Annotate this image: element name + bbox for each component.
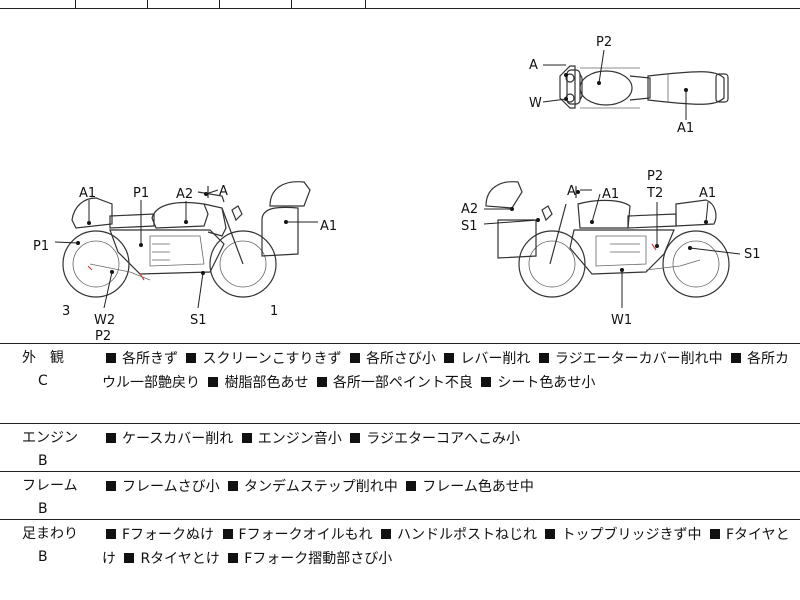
mark-t2: T2 <box>646 186 663 201</box>
category-name: 足まわり <box>22 526 78 542</box>
grade: B <box>38 453 48 469</box>
defect-item: 各所さび小 <box>365 351 436 367</box>
defect-item: フレーム色あせ中 <box>422 479 534 495</box>
mark-p1-left: P1 <box>33 239 49 254</box>
bullet-square-icon <box>545 529 556 539</box>
defect-item: レバー削れ <box>460 351 531 367</box>
section-label: エンジン B <box>0 427 92 473</box>
mark-w: W <box>529 96 542 111</box>
bullet-square-icon <box>228 481 239 491</box>
mark-a2: A2 <box>176 187 193 202</box>
defect-item: エンジン音小 <box>257 431 342 447</box>
section-frame: フレーム B フレームさび小 タンデムステップ削れ中 フレーム色あせ中 <box>0 471 800 520</box>
defect-item: ラジエーターカバー削れ中 <box>554 351 723 367</box>
mark-p2: P2 <box>647 169 663 184</box>
section-exterior: 外 観 C 各所きず スクリーンこすりきず 各所さび小 レバー削れ ラジエーターカバ… <box>0 343 800 424</box>
category-name: エンジン <box>22 430 78 446</box>
mark-a1-mid: A1 <box>602 187 619 202</box>
grade: C <box>38 373 48 389</box>
defect-list: ケースカバー削れ エンジン音小 ラジエターコアへこみ小 <box>102 427 794 451</box>
bullet-square-icon <box>381 529 392 539</box>
mark-w2: W2 <box>94 313 115 328</box>
bullet-square-icon <box>124 553 135 563</box>
defect-list: 各所きず スクリーンこすりきず 各所さび小 レバー削れ ラジエーターカバー削れ中… <box>102 347 794 395</box>
defect-item: タンデムステップ削れ中 <box>244 479 398 495</box>
bullet-square-icon <box>349 353 360 363</box>
bullet-square-icon <box>106 529 116 539</box>
mark-3: 3 <box>62 304 70 319</box>
mark-p2: P2 <box>596 35 612 50</box>
bullet-square-icon <box>186 353 197 363</box>
mark-1: 1 <box>270 304 278 319</box>
defect-item: 樹脂部色あせ <box>224 375 309 391</box>
bullet-square-icon <box>106 353 116 363</box>
bullet-square-icon <box>222 529 233 539</box>
category-name: フレーム <box>22 478 78 494</box>
section-label: フレーム B <box>0 475 92 521</box>
top-view: A P2 W A1 <box>529 35 729 136</box>
mark-a2: A2 <box>461 202 478 217</box>
bullet-square-icon <box>406 481 417 491</box>
bullet-square-icon <box>316 377 327 387</box>
defect-item: シート色あせ小 <box>497 375 596 391</box>
defect-list: Fフォークぬけ Fフォークオイルもれ ハンドルポストねじれ トップブリッジきず中… <box>102 523 794 571</box>
bullet-square-icon <box>106 481 116 491</box>
section-suspension: 足まわり B Fフォークぬけ Fフォークオイルもれ ハンドルポストねじれ トップブリ… <box>0 519 800 600</box>
bullet-square-icon <box>350 433 361 443</box>
header-row-remnant <box>0 0 800 9</box>
mark-s1-right: S1 <box>744 247 761 262</box>
defect-item: ケースカバー削れ <box>122 431 234 447</box>
bullet-square-icon <box>228 553 239 563</box>
defect-item: Fフォーク摺動部さび小 <box>244 551 393 567</box>
defect-item: Fフォークオイルもれ <box>238 527 373 543</box>
mark-a1: A1 <box>677 121 694 136</box>
bullet-square-icon <box>731 353 742 363</box>
bullet-square-icon <box>208 377 219 387</box>
right-side-view: A2 S1 A A1 P2 T2 A1 S1 W1 <box>461 169 761 328</box>
defect-item: フレームさび小 <box>122 479 220 495</box>
defect-item: 各所カウル一部艶戻り <box>102 351 790 391</box>
left-side-view: A1 P1 A2 A A1 P1 3 W2 P2 S1 1 <box>33 181 337 343</box>
defect-item: トップブリッジきず中 <box>561 527 702 543</box>
section-label: 外 観 C <box>0 347 92 393</box>
bullet-square-icon <box>241 433 252 443</box>
bullet-square-icon <box>538 353 549 363</box>
bullet-square-icon <box>481 377 492 387</box>
defect-item: 各所きず <box>122 351 178 367</box>
defect-list: フレームさび小 タンデムステップ削れ中 フレーム色あせ中 <box>102 475 794 499</box>
mark-p2: P2 <box>95 329 111 343</box>
defect-item: ハンドルポストねじれ <box>397 527 538 543</box>
mark-a1-rear: A1 <box>79 186 96 201</box>
section-engine: エンジン B ケースカバー削れ エンジン音小 ラジエターコアへこみ小 <box>0 423 800 472</box>
mark-a-mirror: A <box>567 184 576 199</box>
mark-a1-right: A1 <box>699 186 716 201</box>
defect-item: スクリーンこすりきず <box>202 351 342 367</box>
bullet-square-icon <box>709 529 720 539</box>
motorcycle-diagram: A P2 W A1 <box>33 35 761 343</box>
bullet-square-icon <box>444 353 455 363</box>
grade: B <box>38 501 48 517</box>
defect-item: ラジエターコアへこみ小 <box>366 431 520 447</box>
defect-item: Fフォークぬけ <box>122 527 215 543</box>
grade: B <box>38 549 48 565</box>
mark-w1: W1 <box>611 313 632 328</box>
mark-s1-left: S1 <box>461 219 478 234</box>
bullet-square-icon <box>106 433 116 443</box>
section-label: 足まわり B <box>0 523 92 569</box>
mark-p1-top: P1 <box>133 186 149 201</box>
defect-item: Fタイヤとけ <box>102 527 790 567</box>
mark-a: A <box>529 58 538 73</box>
defect-item: Rタイヤとけ <box>140 551 220 567</box>
mark-a-mirror: A <box>219 184 228 199</box>
damage-diagram: A P2 W A1 <box>0 8 800 344</box>
mark-s1: S1 <box>190 313 207 328</box>
mark-a1-front: A1 <box>320 219 337 234</box>
defect-item: 各所一部ペイント不良 <box>332 375 473 391</box>
category-name: 外 観 <box>22 350 64 366</box>
